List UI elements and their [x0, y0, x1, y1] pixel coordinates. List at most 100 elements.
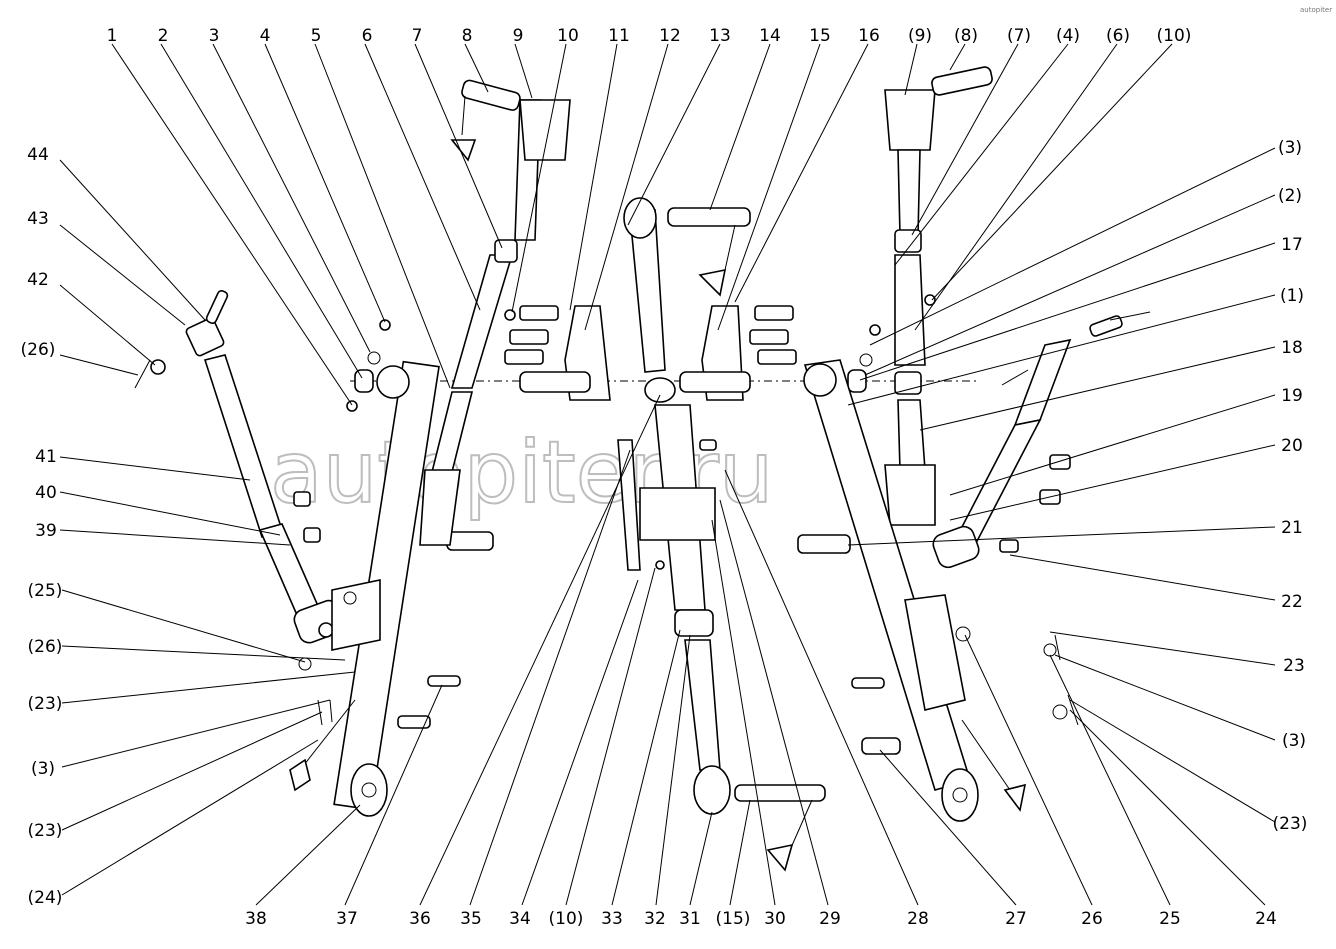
callout-label: 4: [260, 26, 271, 46]
callout-label: 3: [209, 26, 220, 46]
callout-label: (15): [716, 909, 751, 929]
right-washer-25: [1052, 704, 1068, 720]
top-fork-pin: [461, 79, 521, 111]
centre-ball: [644, 377, 676, 403]
callout-label: 34: [509, 909, 531, 929]
right-top-fork-rod: [897, 149, 921, 236]
right-nut-lower: [894, 371, 922, 395]
callout-label: 27: [1005, 909, 1027, 929]
leader-lines: [59, 43, 1276, 906]
callout-label: 31: [679, 909, 701, 929]
corner-mark: autopiter: [1300, 6, 1332, 14]
left-lift-rod-assembly: [134, 79, 571, 817]
pin-36: [446, 531, 494, 551]
callout-label: 17: [1281, 235, 1303, 255]
callout-label: 15: [809, 26, 831, 46]
callout-label: 13: [709, 26, 731, 46]
right-lower-link-end-hole: [952, 787, 968, 803]
callout-label: 37: [336, 909, 358, 929]
callout-label: 28: [907, 909, 929, 929]
turnbuckle-nut-32: [674, 609, 714, 637]
callout-label: 20: [1281, 436, 1303, 456]
callout-label: 25: [1159, 909, 1181, 929]
callout-label: 12: [659, 26, 681, 46]
top-link-eye: [623, 197, 657, 239]
right-washer-23: [1043, 643, 1057, 657]
right-top-pin: [931, 66, 993, 96]
bracket-hole: [343, 591, 357, 605]
right-cotter-26: [1001, 369, 1029, 386]
callout-label: (3): [31, 759, 55, 779]
right-lift-rod-assembly: [797, 66, 1151, 822]
turnbuckle-eye-31: [693, 765, 731, 815]
callout-label: 40: [35, 483, 57, 503]
callout-label: 22: [1281, 592, 1303, 612]
callout-label: 9: [513, 26, 524, 46]
right-cotter-24: [1067, 694, 1079, 726]
callout-label: 19: [1281, 386, 1303, 406]
right-pin-22: [999, 539, 1019, 553]
top-link-clip: [698, 268, 727, 297]
callout-label: 44: [27, 145, 49, 165]
right-lift-rod-upper: [894, 254, 926, 366]
washer-25: [298, 657, 312, 671]
right-cotter-23: [1054, 634, 1061, 661]
rod-eye-hole: [318, 622, 334, 638]
callout-label: (26): [28, 637, 63, 657]
callout-labels: 1 2 3 4 5 6 7 8 9 10 11 12 13 14 15 16 (…: [21, 26, 1308, 929]
callout-label: 14: [759, 26, 781, 46]
left-cross-shaft: [519, 371, 591, 393]
lock-clamp-2: [303, 527, 321, 543]
callout-label: 21: [1281, 518, 1303, 538]
turnbuckle-lower-rod: [684, 639, 721, 771]
callout-label: (3): [1282, 731, 1306, 751]
callout-label: 38: [245, 909, 267, 929]
cotter-pin: [134, 359, 151, 389]
callout-label: (4): [1056, 26, 1080, 46]
callout-label: (23): [28, 821, 63, 841]
callout-label: 30: [764, 909, 786, 929]
right-lift-rod-fork-18: [884, 464, 936, 526]
nut-4: [379, 319, 391, 331]
callout-label: (10): [549, 909, 584, 929]
callout-label: 23: [1283, 656, 1305, 676]
callout-label: 16: [858, 26, 880, 46]
clevis-block: [185, 317, 225, 357]
lower-pin-chain: [789, 799, 813, 851]
bolt-d: [754, 305, 794, 321]
right-cross-shaft: [679, 371, 751, 393]
callout-label: (8): [954, 26, 978, 46]
check-chain: [299, 699, 356, 771]
callout-label: 26: [1081, 909, 1103, 929]
cotter-1: [346, 400, 358, 412]
pin-37b: [397, 715, 431, 729]
callout-label: (25): [28, 581, 63, 601]
lower-pin-clip: [766, 843, 794, 872]
callout-label: 33: [601, 909, 623, 929]
bolt-e: [749, 329, 789, 345]
right-pin-21: [797, 534, 851, 554]
callout-label: 8: [462, 26, 473, 46]
bushing-2: [354, 369, 374, 393]
right-nut-4: [869, 324, 881, 336]
callout-label: 32: [644, 909, 666, 929]
callout-label: 11: [608, 26, 630, 46]
callout-label: 24: [1255, 909, 1277, 929]
callout-label: 18: [1281, 338, 1303, 358]
right-pin-27: [861, 737, 901, 755]
clevis-pin: [205, 289, 229, 325]
right-nut-10: [924, 294, 936, 306]
callout-label: 10: [557, 26, 579, 46]
washer-3-top: [367, 351, 381, 365]
lock-clamp: [293, 491, 311, 507]
lower-link-ball: [376, 365, 410, 399]
right-lower-link-ball: [803, 363, 837, 397]
callout-label: 29: [819, 909, 841, 929]
right-top-fork: [884, 89, 936, 151]
callout-label: (7): [1007, 26, 1031, 46]
nut-7: [494, 239, 518, 263]
right-lift-rod-mid: [897, 399, 926, 471]
washer: [150, 359, 166, 375]
